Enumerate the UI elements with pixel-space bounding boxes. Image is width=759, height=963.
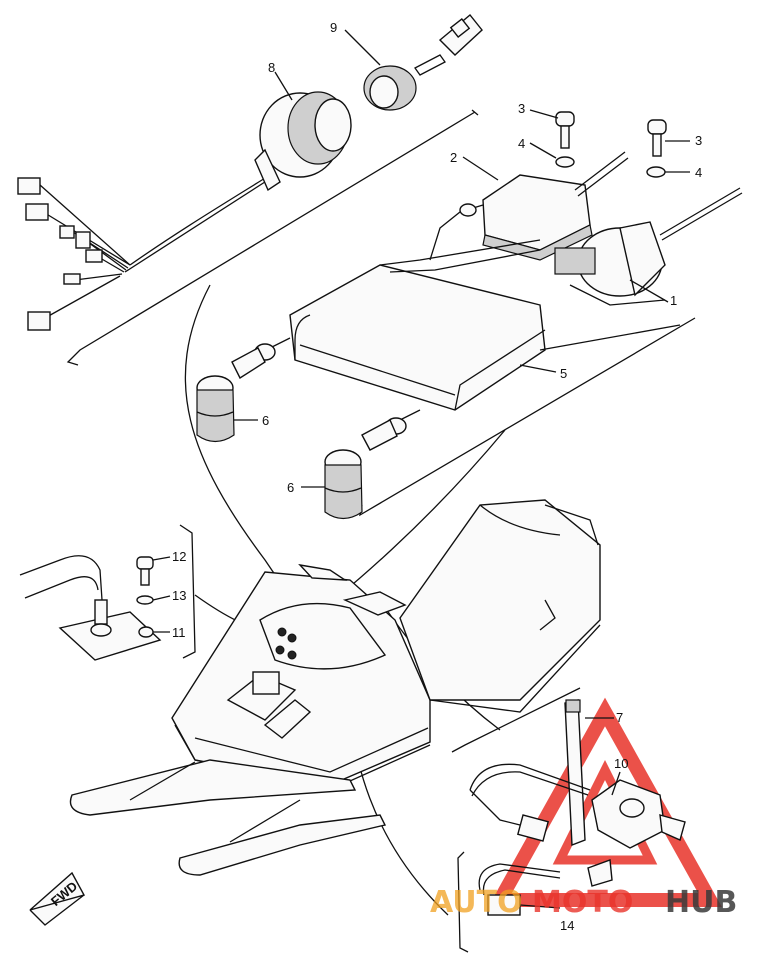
label-4-right: 4 [695,165,702,180]
watermark-hub: HUB [665,885,737,920]
fwd-arrow: FWD [29,871,86,926]
label-6-upper: 6 [262,413,269,428]
wire-harness [17,174,271,331]
label-7: 7 [616,710,623,725]
label-8: 8 [268,60,275,75]
connector-2 [25,203,49,221]
lamp-bracket [19,555,162,661]
label-14: 14 [560,918,574,933]
watermark-moto: MOTO [532,885,633,920]
connector-5 [85,249,103,263]
bolts-washers [555,111,667,178]
watermark-auto: AUTO [430,885,523,920]
cdi-unit [554,187,743,306]
connector-4 [75,231,91,249]
label-12: 12 [172,549,186,564]
connector-1 [17,177,41,195]
snowmobile-body [69,499,601,876]
label-4-left: 4 [518,136,525,151]
label-9: 9 [330,20,337,35]
key-switch [363,14,483,111]
connector-7 [27,311,51,331]
label-2: 2 [450,150,457,165]
label-10: 10 [614,756,628,771]
cdi-pad [289,239,681,411]
leader-lines [152,29,690,909]
connector-3 [59,225,75,239]
connector-6 [63,273,81,285]
plug-cap-left [196,337,291,443]
watermark-text: AUTO MOTO HUB [430,885,737,920]
label-1: 1 [670,293,677,308]
label-11: 11 [172,625,186,640]
main-switch-housing [254,91,352,192]
label-6-lower: 6 [287,480,294,495]
ignition-coil-upper [429,151,629,261]
label-3-left: 3 [518,101,525,116]
label-3-right: 3 [695,133,702,148]
label-5: 5 [560,366,567,381]
label-13: 13 [172,588,186,603]
plug-cap-right [324,409,421,520]
sensor-assembly [469,699,686,849]
part-labels: 9 8 3 4 3 4 2 1 5 6 6 12 13 11 7 10 14 [172,20,702,933]
